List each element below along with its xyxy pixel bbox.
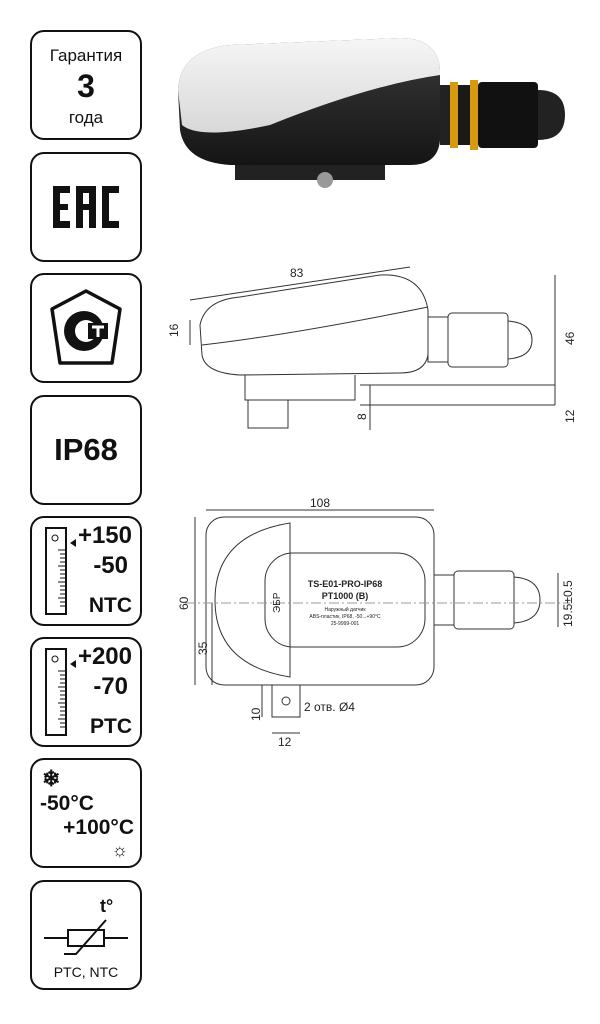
dim-height: 46	[563, 331, 577, 345]
ptc-type: PTC	[90, 715, 132, 738]
warranty-bottom: года	[68, 108, 104, 127]
sensor-types: PTC, NTC	[53, 964, 119, 980]
snowflake-icon: ❄	[42, 766, 61, 791]
label-sensor: PT1000 (B)	[322, 591, 369, 601]
thermometer-scale-icon	[45, 648, 76, 736]
gost-badge	[30, 273, 142, 383]
ptc-max: +200	[77, 643, 132, 670]
eac-logo-icon	[53, 186, 119, 228]
label-line3: 25-9999-001	[331, 621, 360, 627]
eac-badge	[30, 152, 142, 262]
ptc-range-badge: +200 -70 PTC	[30, 637, 142, 747]
top-view-drawing: 108 60 35 10 12 2 отв. Ø4 19.5±0.5 TS-E0…	[177, 496, 575, 749]
ntc-type: NTC	[88, 594, 132, 617]
sensor-type-badge: t° PTC, NTC	[30, 880, 142, 990]
ip-rating: IP68	[54, 432, 118, 467]
holes-note: 2 отв. Ø4	[304, 700, 355, 714]
warranty-top: Гарантия	[49, 46, 123, 65]
side-view-drawing: 83 16 46 8 12	[167, 266, 577, 430]
ntc-range-badge: +150 -50 NTC	[30, 516, 142, 626]
dim-height: 60	[177, 596, 191, 610]
operating-max: +100°C	[63, 816, 134, 839]
dim-right-bottom: 12	[563, 409, 577, 423]
warranty-number: 3	[77, 68, 95, 104]
dim-center: 35	[196, 641, 210, 655]
label-model: TS-E01-PRO-IP68	[308, 579, 383, 589]
operating-temperature-badge: ❄ -50°C +100°C ☼	[30, 758, 142, 868]
thermometer-scale-icon	[45, 527, 76, 615]
ntc-max: +150	[77, 522, 132, 549]
dim-left: 16	[167, 323, 181, 337]
dim-connector: 19.5±0.5	[561, 580, 575, 627]
dim-length: 108	[310, 496, 330, 510]
product-photo	[178, 38, 565, 188]
ip-rating-badge: IP68	[30, 395, 142, 505]
dim-length: 83	[290, 266, 304, 280]
temperature-symbol: t°	[100, 896, 114, 916]
ptc-min: -70	[93, 673, 128, 700]
gost-logo-icon	[50, 289, 122, 365]
thermistor-symbol-icon	[44, 919, 128, 955]
ntc-min: -50	[93, 552, 128, 579]
label-line2: ABS-пластик, IP68, -50...+90°C	[309, 614, 381, 620]
brand-logo: ЭБР	[272, 592, 283, 613]
dim-bracket-width: 12	[278, 735, 292, 749]
label-line1: Наружный датчик	[324, 606, 366, 613]
warranty-badge: Гарантия 3 года	[30, 30, 142, 140]
dim-bracket: 8	[355, 413, 369, 420]
operating-min: -50°C	[40, 792, 94, 815]
sun-icon: ☼	[111, 840, 129, 860]
dim-bracket-height: 10	[249, 707, 263, 721]
